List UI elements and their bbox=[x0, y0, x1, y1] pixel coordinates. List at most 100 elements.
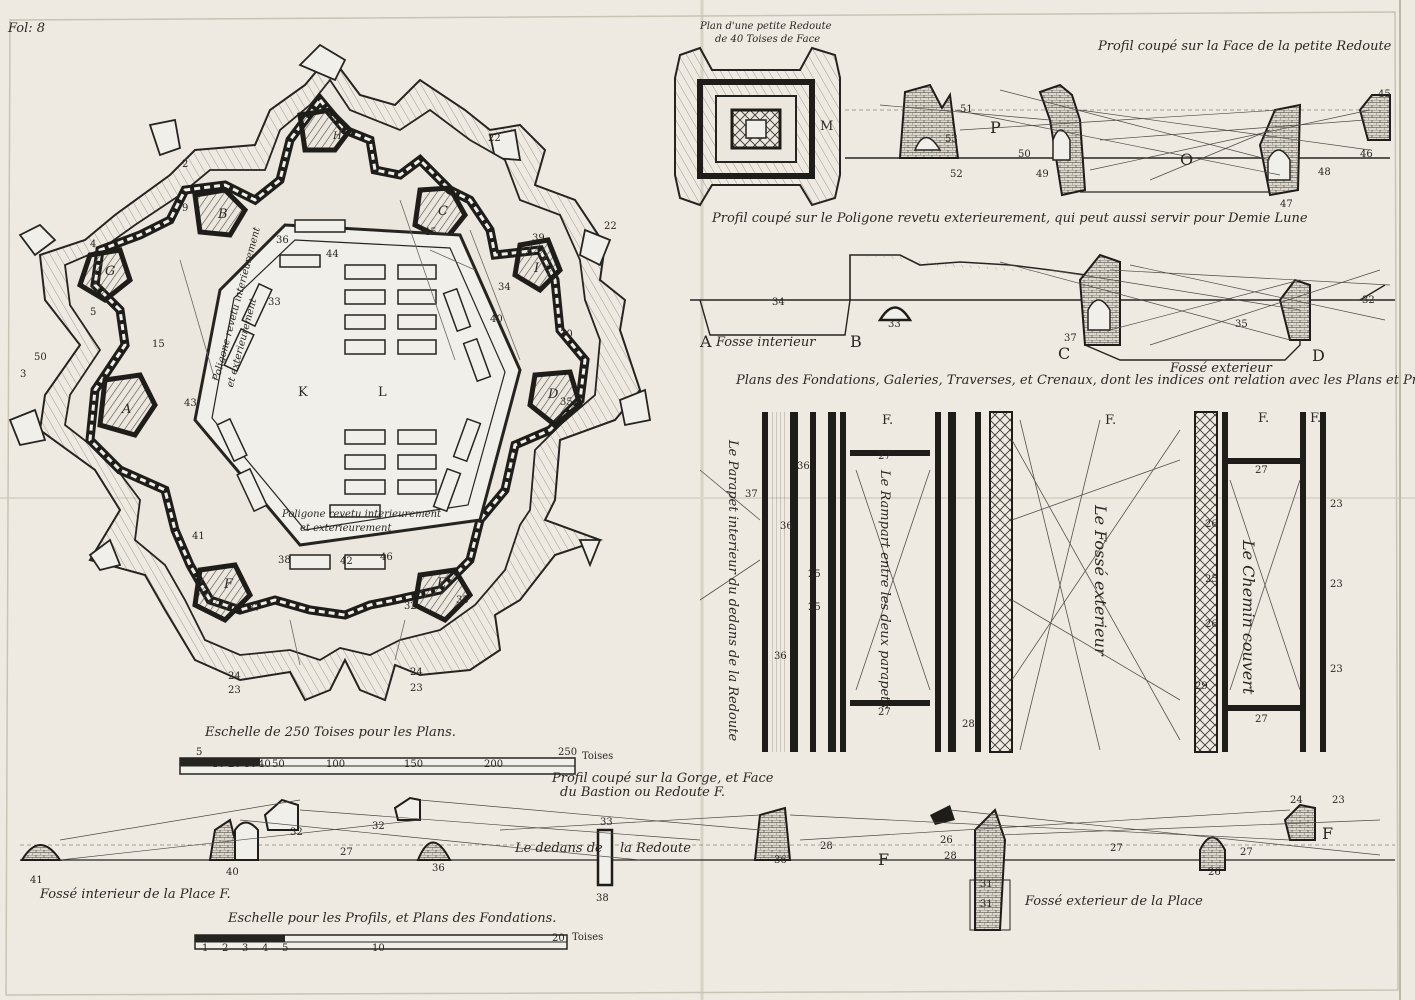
foundation-number: 36 bbox=[797, 461, 810, 472]
foundation-label-rampart: Le Rampart entre les deux parapets bbox=[877, 470, 892, 709]
fortress-number: 39 bbox=[532, 233, 545, 244]
profile-gorge-number: 41 bbox=[30, 875, 43, 886]
foundation-number: 36 bbox=[774, 651, 787, 662]
profile-gorge-number: 31 bbox=[980, 899, 993, 910]
profile-polygon-letter-b: B bbox=[850, 332, 862, 351]
profile-redoubt-number: 46 bbox=[1360, 149, 1373, 160]
redoubt-plan-title-line2: de 40 Toises de Face bbox=[715, 34, 821, 45]
profile-polygon-number: 33 bbox=[888, 319, 901, 330]
fosse-exterieur-label: Fossé exterieur bbox=[1170, 361, 1272, 376]
profile-gorge-number: 31 bbox=[980, 879, 993, 890]
fortress-number: 32 bbox=[404, 601, 417, 612]
fortress-plan bbox=[8, 43, 652, 702]
profile-gorge-number: 33 bbox=[600, 817, 613, 828]
scale-plans-title: Eschelle de 250 Toises pour les Plans. bbox=[205, 725, 456, 740]
profile-redoubt-number: 50 bbox=[1018, 149, 1031, 160]
fortress-letter: E bbox=[437, 576, 447, 591]
profile-gorge-number: 36 bbox=[432, 863, 445, 874]
foundation-number: 36 bbox=[780, 521, 793, 532]
profile-redoubt-face bbox=[845, 83, 1391, 197]
fortress-number: 35 bbox=[560, 397, 573, 408]
scale-plans-tick: 10 bbox=[212, 759, 225, 770]
fortress-number: 35 bbox=[456, 595, 469, 606]
profile-gorge-number: 26 bbox=[940, 835, 953, 846]
scale-profiles-tick: 4 bbox=[262, 943, 269, 954]
fortress-number: 15 bbox=[152, 339, 165, 350]
profile-gorge-number: 38 bbox=[596, 893, 609, 904]
redoubt-plan-title-line1: Plan d'une petite Redoute bbox=[700, 21, 832, 32]
fortress-letter: H bbox=[333, 131, 342, 142]
scale-plans-tick: 40 bbox=[258, 759, 271, 770]
scale-profiles-tick: 10 bbox=[372, 943, 385, 954]
profile-gorge-number: 23 bbox=[1332, 795, 1345, 806]
profile-polygon-number: 35 bbox=[1235, 319, 1248, 330]
fortress-letter: L bbox=[378, 385, 387, 400]
foundations-plans bbox=[699, 411, 1326, 753]
fortress-number: 9 bbox=[182, 203, 189, 214]
fortress-number: 37 bbox=[248, 603, 261, 614]
profile-redoubt-number: 47 bbox=[1280, 199, 1293, 210]
foundation-number: 26 bbox=[1205, 619, 1218, 630]
foundation-label-parapet: Le Parapet interieur du dedans de la Red… bbox=[725, 440, 740, 742]
scale-plans-tick: 100 bbox=[326, 759, 346, 770]
profile-polygon-number: 34 bbox=[772, 297, 785, 308]
profile-redoubt-number: 52 bbox=[950, 169, 963, 180]
foundation-letter-f: F. bbox=[1258, 411, 1270, 426]
fortress-number: 43 bbox=[184, 398, 197, 409]
fortress-letter: C bbox=[438, 204, 448, 219]
foundation-letter-f: F. bbox=[1310, 411, 1322, 426]
profile-gorge-number: 28 bbox=[944, 851, 957, 862]
profile-gorge-number: 36 bbox=[774, 855, 787, 866]
fortress-number: 30 bbox=[560, 329, 573, 340]
fortress-inner-caption-1: Poligone revetu interieurement bbox=[282, 509, 442, 520]
foundation-number: 27 bbox=[1255, 714, 1268, 725]
fortress-number: 33 bbox=[268, 297, 281, 308]
fortress-number: 4 bbox=[90, 239, 97, 250]
profile-gorge bbox=[20, 796, 1395, 931]
fortress-letter: A bbox=[122, 402, 132, 417]
profile-polygon-letter-c: C bbox=[1058, 344, 1071, 363]
fortress-number: 22 bbox=[604, 221, 617, 232]
foundation-label-fosse: Le Fossé exterieur bbox=[1091, 505, 1110, 656]
fortress-number: 38 bbox=[278, 555, 291, 566]
fortress-letter: F bbox=[224, 577, 234, 592]
foundation-number: 23 bbox=[1330, 579, 1343, 590]
profile-gorge-number: 27 bbox=[1240, 847, 1253, 858]
scale-plans-tick: 5 bbox=[196, 747, 203, 758]
fortress-number: 36 bbox=[276, 235, 289, 246]
fortress-number: 42 bbox=[340, 556, 353, 567]
fortress-number: 40 bbox=[490, 314, 503, 325]
profile-redoubt-number: 45 bbox=[1378, 89, 1391, 100]
foundation-number: 28 bbox=[962, 719, 975, 730]
scale-profiles-unit: Toises bbox=[572, 932, 604, 943]
fortress-number: 45 bbox=[424, 227, 437, 238]
profile-redoubt-number: 49 bbox=[1036, 169, 1049, 180]
scale-bar-plans bbox=[179, 757, 576, 775]
scale-bar-profiles bbox=[194, 934, 568, 950]
fortress-letter: I bbox=[534, 261, 540, 276]
scale-plans-tick: 30 bbox=[244, 759, 257, 770]
profile-gorge-number: 32 bbox=[290, 827, 303, 838]
fortress-number: 23 bbox=[228, 685, 241, 696]
fortress-number: 23 bbox=[410, 683, 423, 694]
foundation-number: 23 bbox=[1330, 664, 1343, 675]
redoubt-letter: M bbox=[820, 119, 834, 134]
scale-profiles-tick: 20 bbox=[552, 933, 565, 944]
foundation-number: 27 bbox=[878, 451, 891, 462]
scale-profiles-tick: 5 bbox=[282, 943, 289, 954]
fortress-number: 24 bbox=[228, 671, 241, 682]
foundation-number: 37 bbox=[745, 489, 758, 500]
small-redoubt-plan bbox=[674, 46, 841, 207]
foundation-label-chemin-couvert: Le Chemin couvert bbox=[1239, 540, 1258, 695]
profile-gorge-title-line2: du Bastion ou Redoute F. bbox=[560, 785, 726, 800]
profile-polygon-number: 37 bbox=[1064, 333, 1077, 344]
profile-polygon bbox=[690, 253, 1395, 361]
scale-profiles-title: Eschelle pour les Profils, et Plans des … bbox=[228, 911, 557, 926]
profile-gorge-number: 32 bbox=[372, 821, 385, 832]
le-dedans-label-1: Le dedans de bbox=[515, 841, 603, 856]
profile-polygon-letter-d: D bbox=[1312, 346, 1325, 365]
scale-plans-tick: 50 bbox=[272, 759, 285, 770]
scale-profiles-tick: 1 bbox=[202, 943, 209, 954]
profile-redoubt-letter-o: O bbox=[1180, 150, 1194, 169]
